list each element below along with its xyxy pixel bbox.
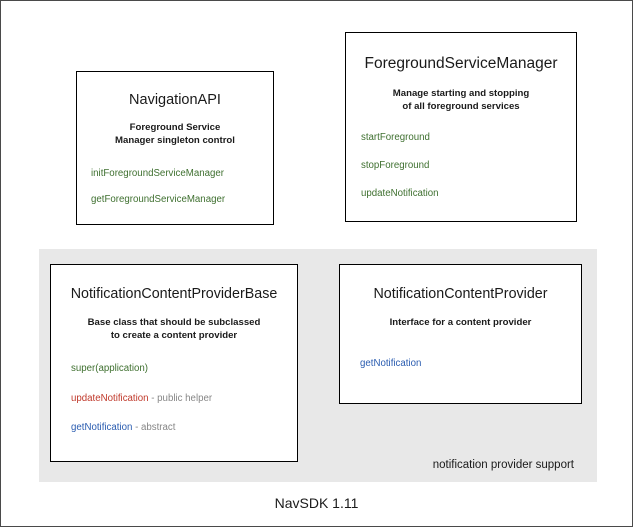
class-description-line: Base class that should be subclassed (87, 317, 261, 329)
method-item: startForeground (361, 133, 576, 143)
class-title: NotificationContentProvider (373, 286, 548, 302)
footer-version-label: NavSDK 1.11 (274, 495, 359, 511)
method-list: startForeground stopForeground updateNot… (361, 133, 576, 198)
method-item: getNotification - abstract (71, 423, 297, 433)
class-description: Interface for a content provider (340, 317, 581, 330)
method-item: getForegroundServiceManager (91, 195, 273, 205)
class-description: Base class that should be subclassed to … (51, 317, 297, 343)
group-panel-label: notification provider support (432, 459, 574, 471)
method-name: getNotification (360, 358, 422, 370)
method-item: stopForeground (361, 161, 576, 171)
class-box-notificationcontentproviderbase: NotificationContentProviderBase Base cla… (50, 264, 298, 462)
method-name: startForeground (361, 132, 430, 144)
class-description-line: to create a content provider (110, 330, 238, 342)
method-item: initForegroundServiceManager (91, 169, 273, 179)
method-name: getNotification (71, 422, 133, 434)
method-item: super(application) (71, 364, 297, 374)
class-description: Foreground Service Manager singleton con… (77, 122, 273, 148)
method-name: updateNotification (71, 392, 149, 404)
method-list: initForegroundServiceManager getForegrou… (91, 169, 273, 204)
class-description-line: of all foreground services (402, 100, 520, 112)
method-note: - abstract (132, 422, 176, 434)
method-list: getNotification (360, 359, 581, 369)
class-box-foregroundservicemanager: ForegroundServiceManager Manage starting… (345, 32, 577, 222)
method-name: initForegroundServiceManager (91, 168, 225, 180)
class-box-notificationcontentprovider: NotificationContentProvider Interface fo… (339, 264, 582, 404)
class-box-navigationapi: NavigationAPI Foreground Service Manager… (76, 71, 274, 225)
method-item: updateNotification (361, 189, 576, 199)
method-name: updateNotification (361, 187, 439, 199)
class-title: ForegroundServiceManager (364, 55, 558, 72)
class-description: Manage starting and stopping of all fore… (346, 88, 576, 114)
method-name: stopForeground (361, 160, 430, 172)
method-name: getForegroundServiceManager (91, 193, 226, 205)
class-description-line: Manage starting and stopping (392, 87, 530, 99)
group-panel-notification-provider-support: NotificationContentProviderBase Base cla… (39, 249, 597, 482)
method-list: super(application) updateNotification - … (71, 364, 297, 433)
method-item: getNotification (360, 359, 581, 369)
class-description-line: Foreground Service (129, 122, 221, 134)
method-name: super(application) (71, 363, 149, 375)
method-note: - public helper (148, 392, 213, 404)
class-description-line: Manager singleton control (115, 135, 235, 147)
method-item: updateNotification - public helper (71, 392, 297, 404)
class-title: NotificationContentProviderBase (70, 286, 278, 302)
class-title: NavigationAPI (129, 92, 221, 108)
class-description-line: Interface for a content provider (389, 317, 532, 329)
